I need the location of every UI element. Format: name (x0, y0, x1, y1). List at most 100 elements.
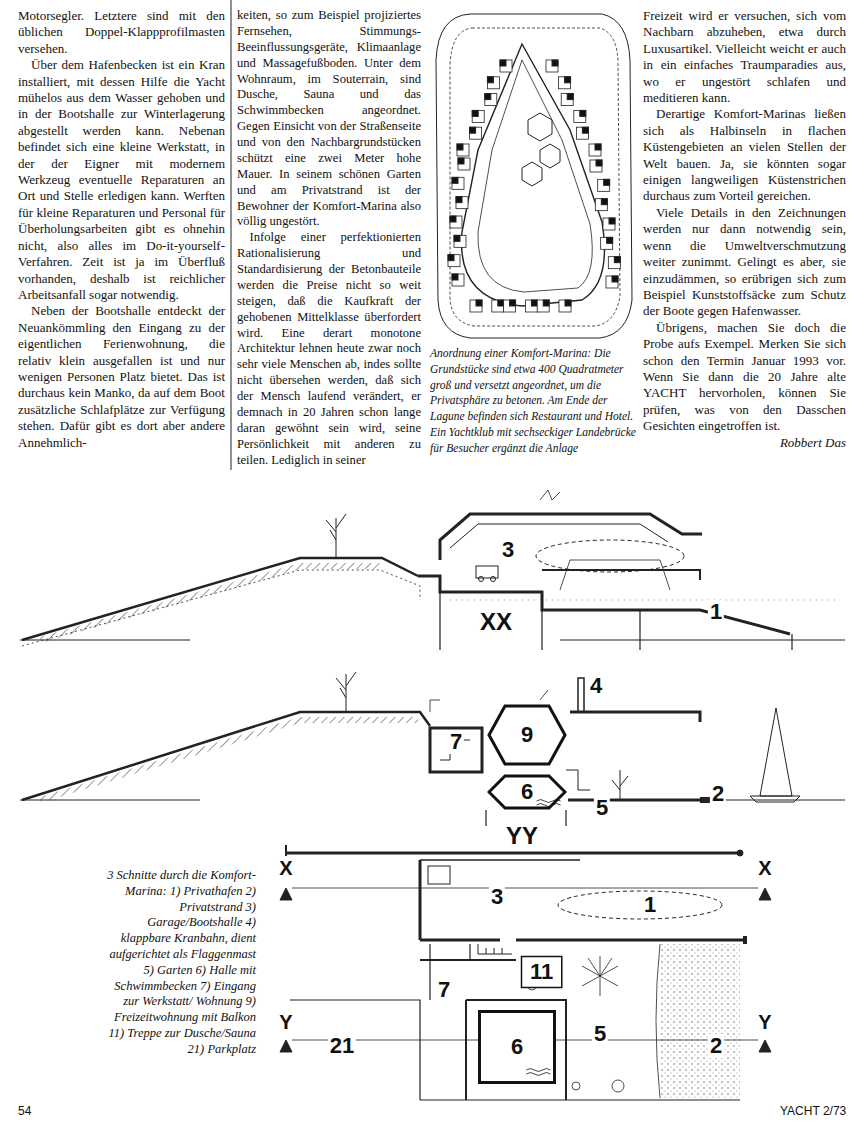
plot-square (559, 77, 571, 89)
house-block (565, 300, 571, 306)
plot-square (487, 77, 499, 89)
callout-number: 3 (489, 885, 505, 909)
issue-reference: YACHT 2/73 (780, 1104, 846, 1118)
plot-square (458, 158, 470, 170)
figure-caption: Anordnung einer Komfort-Marina: Die Grun… (430, 346, 636, 457)
body-paragraph: Übrigens, machen Sie doch die Probe aufs… (643, 320, 846, 435)
house-block (450, 216, 456, 222)
room-hexagon: 9 (487, 704, 567, 766)
callout-number: YY (504, 824, 540, 848)
plot-square (452, 177, 464, 189)
text-column: keiten, so zum Beispiel projiziertes Fer… (237, 8, 421, 468)
page-number: 54 (18, 1104, 31, 1118)
floor-plan (280, 845, 771, 1100)
house-block (612, 276, 618, 282)
callout-number: 2 (708, 1034, 724, 1058)
callout-number: 1 (642, 893, 658, 917)
callout-number: Y (277, 1010, 294, 1034)
plot-square (470, 127, 482, 139)
plot-square (590, 160, 602, 172)
plot-square (457, 144, 469, 156)
callout-number: Y (756, 1010, 773, 1034)
house-block (476, 300, 482, 306)
house-block (500, 60, 506, 66)
plot-square (576, 127, 588, 139)
house-block (607, 237, 613, 243)
house-block (604, 179, 610, 185)
plot-square (452, 274, 464, 286)
plot-square (448, 255, 460, 267)
plot-square (472, 110, 484, 122)
plot-square (595, 199, 607, 211)
body-paragraph: Über dem Hafenbecken ist ein Kran instal… (18, 57, 225, 303)
plot-square (454, 235, 466, 247)
plot-square (574, 110, 586, 122)
house-block (552, 60, 558, 66)
callout-number: XX (478, 610, 514, 634)
house-block (452, 177, 458, 183)
plot-square (559, 300, 571, 312)
house-block (452, 274, 458, 280)
node-label: 6 (509, 1035, 525, 1059)
node-label: 9 (519, 723, 535, 747)
house-block (567, 94, 573, 100)
house-block (454, 235, 460, 241)
callout-number: 7 (436, 978, 452, 1002)
house-block (457, 144, 463, 150)
callout-number: X (756, 856, 773, 880)
house-block (485, 94, 491, 100)
house-block (456, 197, 462, 203)
node-label: 6 (519, 780, 535, 804)
section-yy (20, 672, 845, 826)
house-block (543, 300, 549, 306)
house-block (565, 77, 571, 83)
callout-number: 21 (328, 1034, 356, 1058)
plot-square (485, 94, 497, 106)
callout-number: 1 (708, 600, 724, 624)
callout-number: X (277, 856, 294, 880)
house-block (470, 127, 476, 133)
plot-square (525, 300, 537, 312)
body-paragraph: Neben der Bootshalle entdeckt der Neuank… (18, 303, 225, 451)
author-signature: Robbert Das (643, 435, 846, 451)
house-block (472, 110, 478, 116)
body-paragraph: Derartige Komfort-Marinas ließen sich al… (643, 106, 846, 204)
house-block (580, 110, 586, 116)
plot-square (492, 300, 504, 312)
text-column: Freizeit wird er versuchen, sich vom Nac… (643, 8, 846, 451)
section-xx (20, 490, 845, 650)
callout-number: 5 (594, 796, 610, 820)
house-block (601, 199, 607, 205)
house-block (487, 77, 493, 83)
plot-square (598, 179, 610, 191)
figure-caption: 3 Schnitte durch die Komfort-Marina: 1) … (100, 868, 256, 1058)
house-block (596, 160, 602, 166)
plot-square (561, 94, 573, 106)
plot-square (546, 60, 558, 72)
callout-number: 7 (448, 730, 464, 754)
plot-square (500, 60, 512, 72)
house-block (458, 158, 464, 164)
callout-number: 4 (588, 674, 604, 698)
house-block (582, 127, 588, 133)
house-block (614, 257, 620, 263)
node-label: 11 (528, 960, 555, 984)
pool-hexagon: 6 (487, 774, 567, 810)
plot-square (456, 197, 468, 209)
pool-box: 6 (478, 1010, 556, 1084)
house-block (498, 300, 504, 306)
plot-square (450, 216, 462, 228)
house-block (448, 255, 454, 261)
body-paragraph: keiten, so zum Beispiel projiziertes Fer… (237, 8, 421, 230)
callout-number: 2 (710, 782, 726, 806)
callout-number: 5 (592, 1022, 608, 1046)
house-block (531, 300, 537, 306)
plot-square (606, 276, 618, 288)
plot-square (589, 144, 601, 156)
plot-square (537, 300, 549, 312)
callout-number: 3 (500, 538, 516, 562)
house-block (609, 218, 615, 224)
plot-square (504, 300, 516, 312)
body-paragraph: Motorsegler. Letztere sind mit den üblic… (18, 8, 225, 57)
body-paragraph: Viele Details in den Zeichnungen werden … (643, 205, 846, 320)
